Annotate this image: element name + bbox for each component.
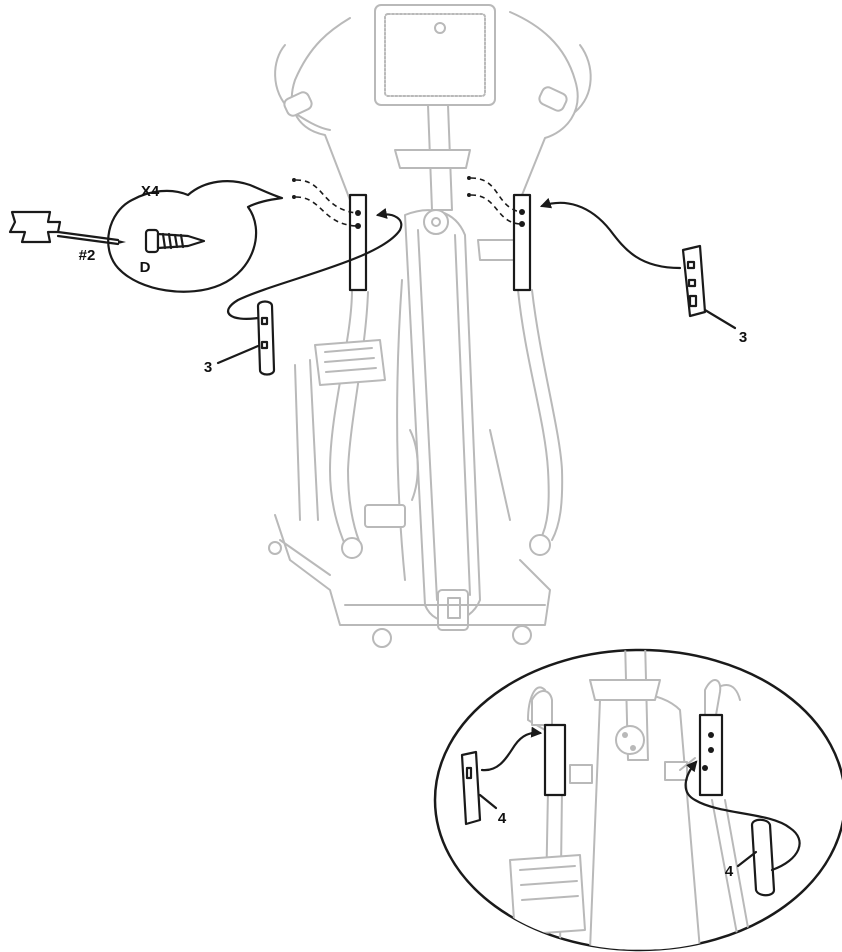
screwdriver-icon bbox=[10, 212, 126, 244]
arrow-right bbox=[542, 203, 680, 268]
console-display bbox=[375, 5, 495, 105]
cover-part-right: 3 bbox=[683, 246, 747, 346]
inset-part-right-label: 4 bbox=[725, 863, 734, 880]
screw-label: D bbox=[140, 259, 151, 276]
screw-paths-left bbox=[292, 178, 356, 226]
left-handlebar-tube bbox=[350, 195, 366, 290]
screwdriver-label: #2 bbox=[79, 247, 96, 264]
cover-part-left: 3 bbox=[204, 302, 274, 377]
part-left-label: 3 bbox=[204, 359, 212, 376]
callout-bubble bbox=[108, 181, 282, 292]
inset-right-tube bbox=[700, 715, 722, 795]
screw-paths-right bbox=[467, 176, 520, 224]
elliptical-machine bbox=[269, 5, 591, 647]
part-right-label: 3 bbox=[739, 329, 747, 346]
detail-inset: 4 4 bbox=[435, 640, 842, 950]
right-handlebar-tube bbox=[514, 195, 530, 290]
inset-left-cover-installed bbox=[545, 725, 565, 795]
quantity-label: X4 bbox=[141, 183, 160, 200]
inset-part-left-label: 4 bbox=[498, 810, 507, 827]
hardware-callout: X4 #2 D bbox=[10, 181, 282, 292]
